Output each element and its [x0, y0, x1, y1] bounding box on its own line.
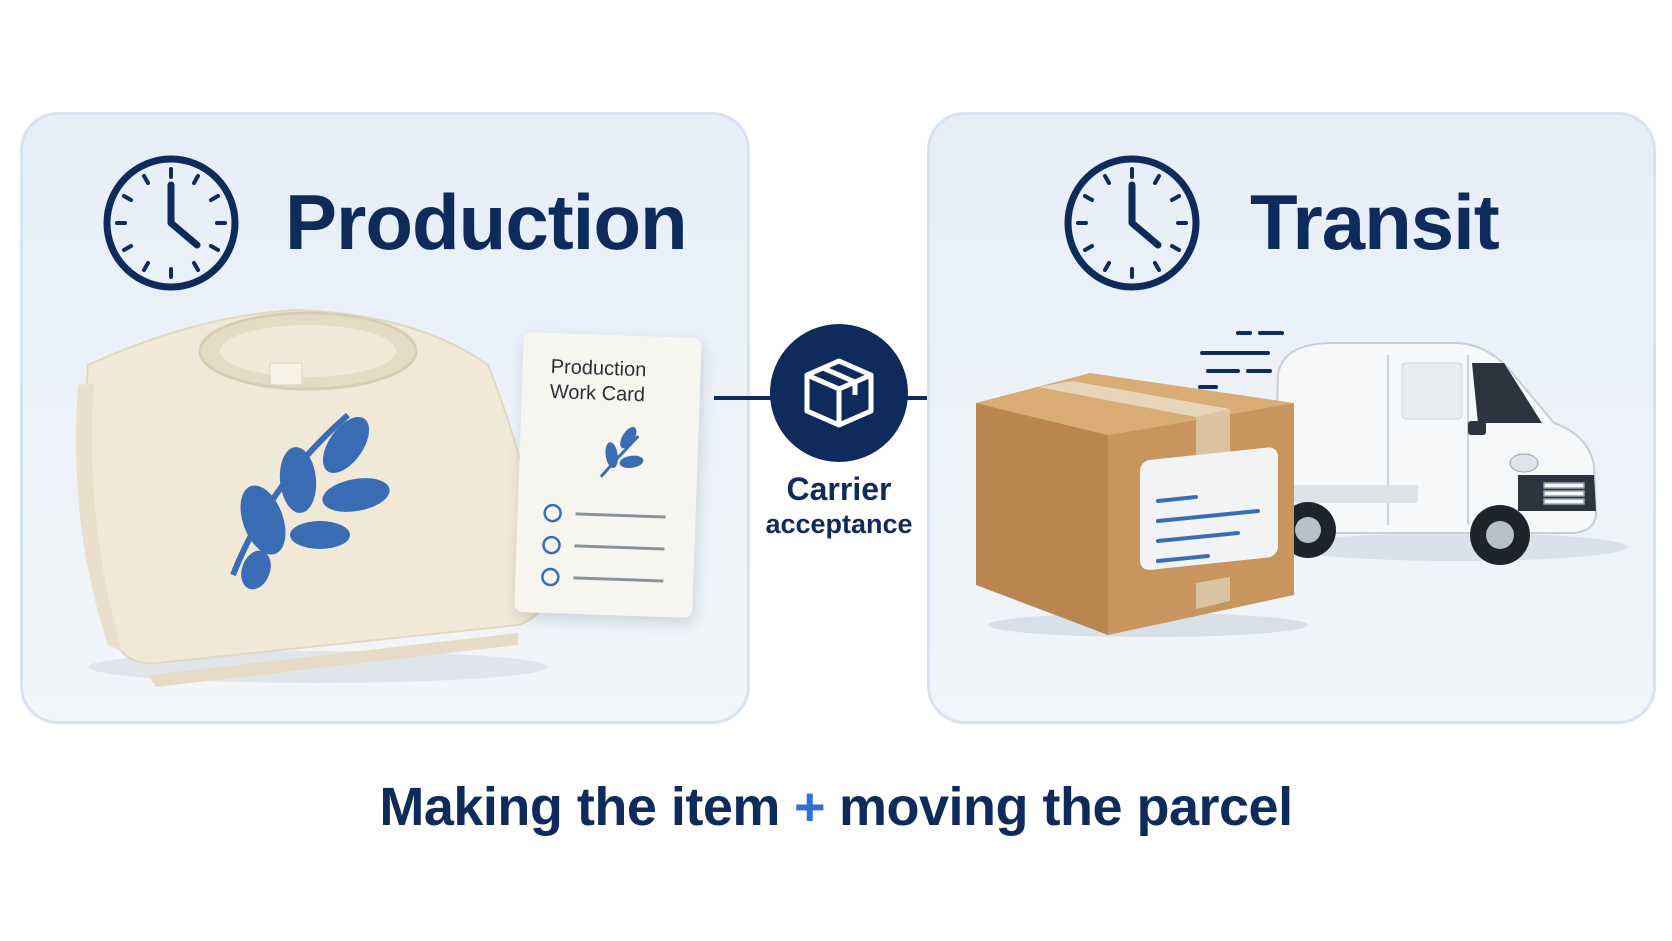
clock-icon — [1064, 155, 1200, 291]
carrier-acceptance-label: Carrier acceptance — [746, 470, 932, 540]
transit-title: Transit — [1250, 178, 1500, 266]
van-icon — [1272, 342, 1628, 565]
caption-left: Making the item — [379, 777, 780, 837]
production-title: Production — [285, 178, 688, 266]
leaf-icon — [599, 427, 644, 478]
caption: Making the item+moving the parcel — [0, 776, 1672, 838]
clock-icon — [103, 155, 239, 291]
connector-label-line1: Carrier — [786, 471, 892, 507]
production-panel: Production Production Work Card — [20, 112, 750, 724]
caption-plus: + — [793, 777, 826, 837]
transit-panel: Transit — [927, 112, 1656, 724]
box-icon — [804, 358, 874, 428]
sweatshirt-illustration — [76, 308, 550, 687]
carrier-acceptance-badge — [770, 324, 908, 462]
shipping-label — [1140, 447, 1278, 570]
speed-lines — [1198, 331, 1284, 389]
parcel-box — [976, 373, 1308, 637]
connector-label-line2: acceptance — [765, 509, 913, 539]
caption-right: moving the parcel — [838, 777, 1293, 837]
production-work-card: Production Work Card — [514, 331, 702, 619]
work-card-checklist — [541, 427, 666, 587]
leaf-icon — [230, 412, 390, 590]
